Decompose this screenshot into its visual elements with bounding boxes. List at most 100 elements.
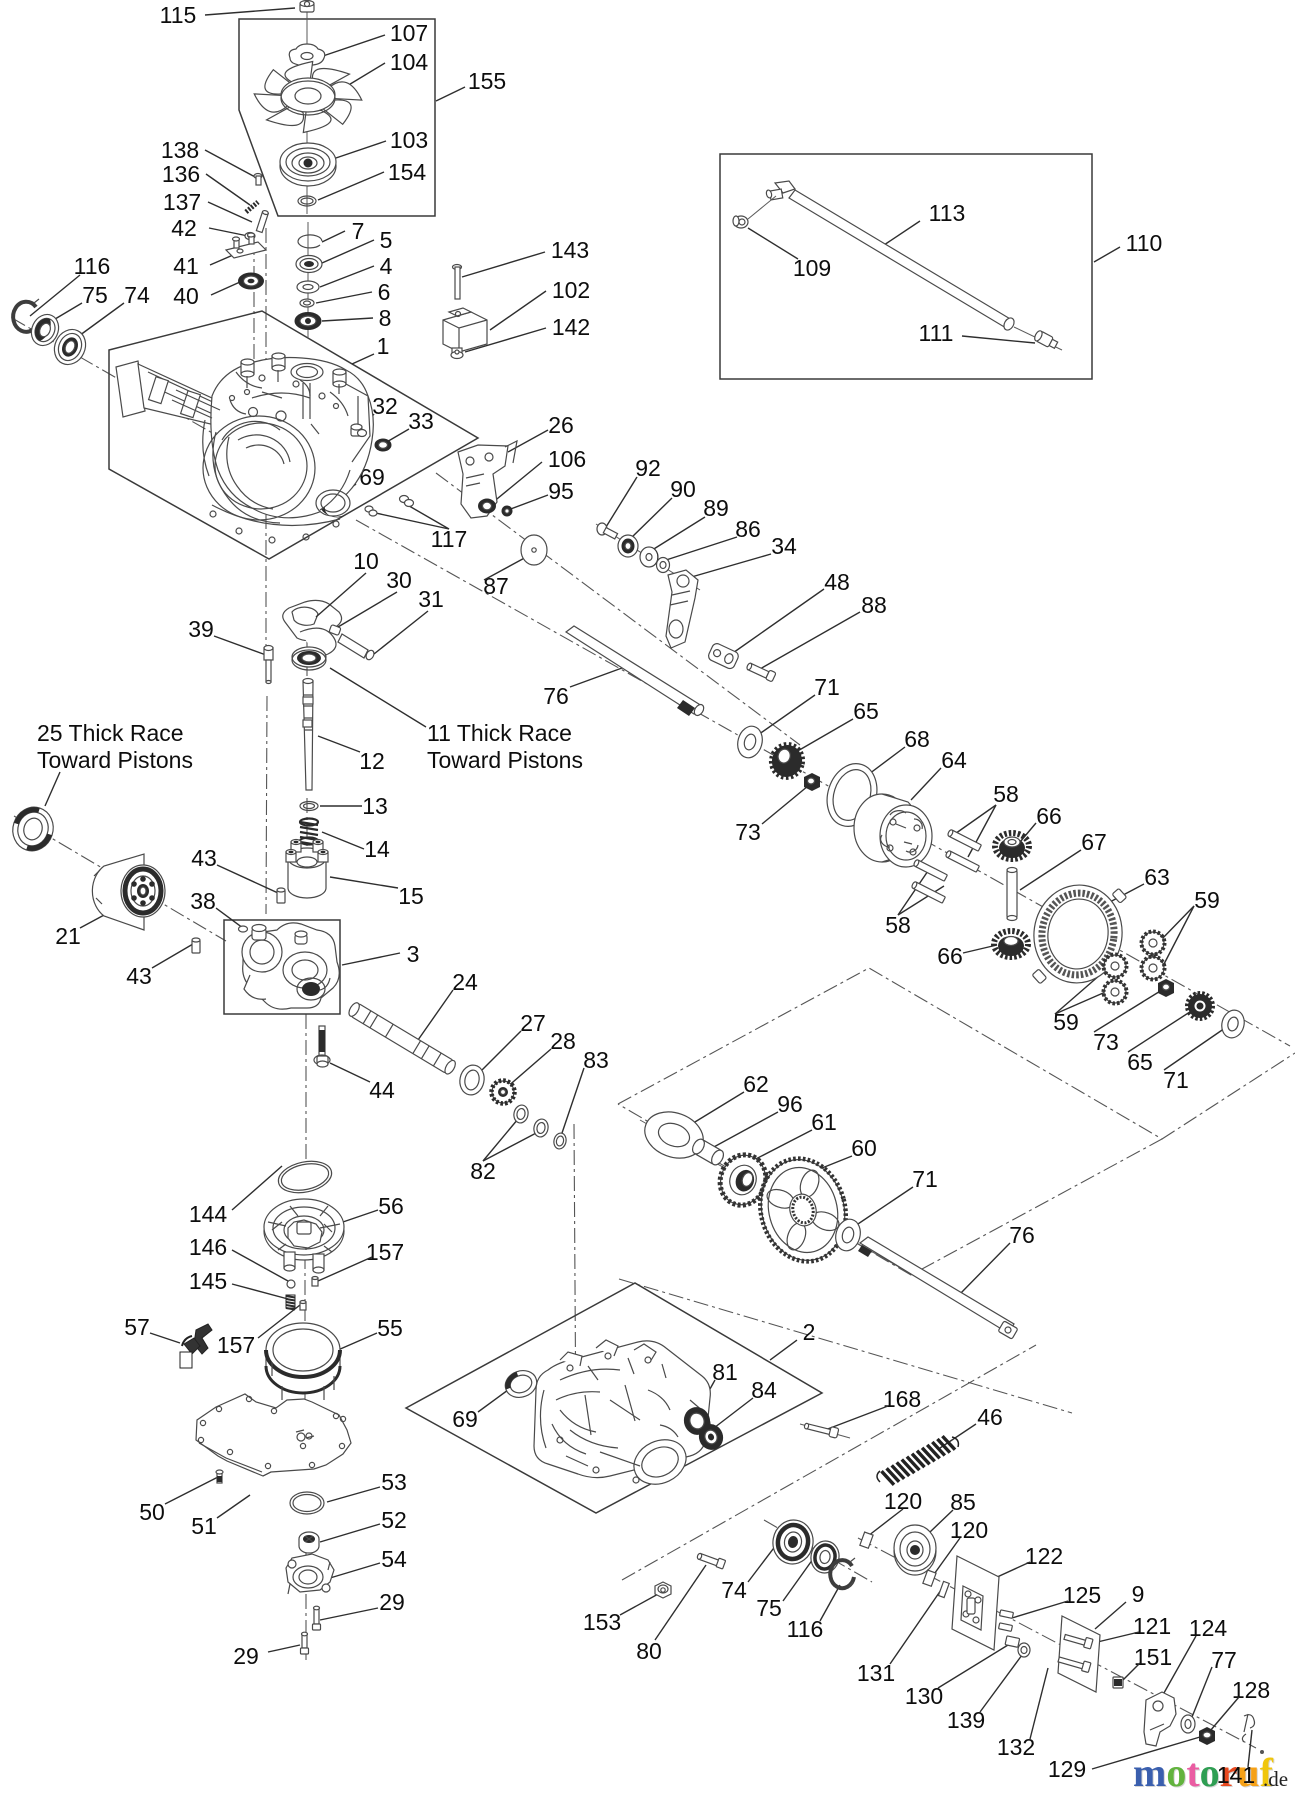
svg-text:95: 95	[548, 478, 574, 504]
svg-text:154: 154	[388, 159, 427, 185]
svg-text:61: 61	[811, 1109, 837, 1135]
svg-text:76: 76	[543, 683, 569, 709]
svg-text:8: 8	[379, 305, 392, 331]
svg-text:65: 65	[853, 698, 879, 724]
svg-text:38: 38	[190, 888, 216, 914]
svg-text:32: 32	[372, 393, 398, 419]
svg-text:116: 116	[787, 1616, 824, 1642]
svg-text:63: 63	[1144, 864, 1170, 890]
svg-text:142: 142	[552, 314, 590, 340]
svg-text:157: 157	[217, 1332, 255, 1358]
svg-text:73: 73	[735, 819, 761, 845]
svg-text:122: 122	[1025, 1543, 1063, 1569]
svg-text:58: 58	[885, 912, 911, 938]
svg-text:motoruf: motoruf	[1134, 1751, 1275, 1796]
svg-text:motoruf: motoruf	[1133, 1750, 1274, 1795]
svg-text:130: 130	[905, 1683, 943, 1709]
svg-text:84: 84	[751, 1377, 777, 1403]
svg-text:5: 5	[380, 227, 393, 253]
svg-text:116: 116	[74, 253, 111, 279]
svg-text:65: 65	[1127, 1049, 1153, 1075]
svg-text:15: 15	[398, 883, 424, 909]
svg-text:50: 50	[139, 1499, 165, 1525]
svg-text:87: 87	[483, 573, 509, 599]
svg-text:39: 39	[188, 616, 214, 642]
svg-text:55: 55	[377, 1315, 403, 1341]
svg-text:110: 110	[1126, 230, 1163, 256]
svg-text:75: 75	[82, 282, 108, 308]
svg-text:75: 75	[756, 1595, 782, 1621]
svg-text:125: 125	[1063, 1582, 1101, 1608]
svg-text:80: 80	[636, 1638, 662, 1664]
svg-text:48: 48	[824, 569, 850, 595]
svg-text:144: 144	[189, 1201, 228, 1227]
svg-text:69: 69	[452, 1406, 478, 1432]
svg-text:40: 40	[173, 283, 199, 309]
svg-text:41: 41	[173, 253, 199, 279]
svg-text:27: 27	[520, 1010, 546, 1036]
svg-text:109: 109	[793, 255, 831, 281]
svg-text:120: 120	[884, 1488, 922, 1514]
svg-text:24: 24	[452, 969, 478, 995]
svg-text:141: 141	[1217, 1762, 1255, 1788]
svg-text:82: 82	[470, 1158, 496, 1184]
svg-text:Toward Pistons: Toward Pistons	[427, 747, 583, 773]
svg-text:62: 62	[743, 1071, 769, 1097]
svg-text:73: 73	[1093, 1029, 1119, 1055]
svg-text:25 Thick Race: 25 Thick Race	[37, 720, 184, 746]
svg-text:141: 141	[1217, 1762, 1255, 1788]
svg-text:151: 151	[1134, 1644, 1172, 1670]
svg-text:56: 56	[378, 1193, 404, 1219]
svg-text:29: 29	[379, 1589, 405, 1615]
svg-text:28: 28	[550, 1028, 576, 1054]
svg-text:90: 90	[670, 476, 696, 502]
svg-text:77: 77	[1211, 1647, 1237, 1673]
svg-text:71: 71	[1163, 1067, 1189, 1093]
svg-text:54: 54	[381, 1546, 407, 1572]
svg-text:71: 71	[912, 1166, 938, 1192]
svg-text:155: 155	[468, 68, 506, 94]
svg-text:4: 4	[380, 253, 393, 279]
svg-text:30: 30	[386, 567, 412, 593]
svg-text:7: 7	[352, 218, 365, 244]
svg-text:44: 44	[369, 1077, 395, 1103]
svg-text:31: 31	[418, 586, 444, 612]
svg-text:96: 96	[777, 1091, 803, 1117]
svg-text:136: 136	[162, 161, 200, 187]
svg-text:85: 85	[950, 1489, 976, 1515]
svg-text:131: 131	[857, 1660, 895, 1686]
svg-text:121: 121	[1133, 1613, 1171, 1639]
svg-text:89: 89	[703, 495, 729, 521]
svg-text:106: 106	[548, 446, 586, 472]
svg-text:115: 115	[160, 2, 197, 28]
svg-text:3: 3	[407, 941, 420, 967]
svg-text:10: 10	[353, 548, 379, 574]
svg-text:76: 76	[1009, 1222, 1035, 1248]
svg-text:59: 59	[1194, 887, 1220, 913]
svg-text:6: 6	[378, 279, 391, 305]
svg-text:1: 1	[377, 333, 390, 359]
svg-text:107: 107	[390, 20, 428, 46]
svg-text:157: 157	[366, 1239, 404, 1265]
svg-text:153: 153	[583, 1609, 621, 1635]
svg-text:29: 29	[233, 1643, 259, 1669]
svg-text:145: 145	[189, 1268, 227, 1294]
svg-text:9: 9	[1132, 1581, 1145, 1607]
svg-text:132: 132	[997, 1734, 1035, 1760]
svg-text:66: 66	[1036, 803, 1062, 829]
svg-text:57: 57	[124, 1314, 150, 1340]
svg-text:86: 86	[735, 516, 761, 542]
svg-text:34: 34	[771, 533, 797, 559]
svg-text:83: 83	[583, 1047, 609, 1073]
svg-text:13: 13	[362, 793, 388, 819]
svg-text:66: 66	[937, 943, 963, 969]
svg-text:43: 43	[126, 963, 152, 989]
svg-text:51: 51	[191, 1513, 217, 1539]
svg-text:Toward Pistons: Toward Pistons	[37, 747, 193, 773]
svg-text:53: 53	[381, 1469, 407, 1495]
svg-text:102: 102	[552, 277, 590, 303]
svg-text:74: 74	[721, 1577, 747, 1603]
svg-text:21: 21	[55, 923, 81, 949]
svg-text:64: 64	[941, 747, 967, 773]
svg-text:168: 168	[883, 1386, 921, 1412]
